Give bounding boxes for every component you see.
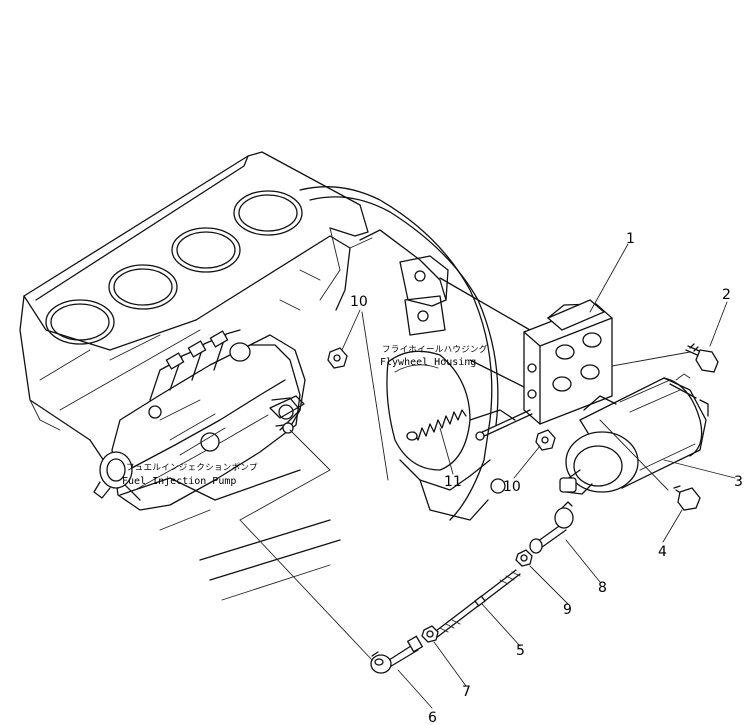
flywheel-label: フライホイールハウジング Flywheel Housing bbox=[380, 344, 488, 368]
callout-4: 4 bbox=[658, 544, 667, 560]
nut-7 bbox=[421, 625, 439, 643]
callout-10-left: 10 bbox=[350, 294, 368, 310]
nut-10-left bbox=[327, 347, 348, 369]
spring-11 bbox=[406, 409, 533, 441]
callout-3: 3 bbox=[734, 474, 743, 490]
flywheel-label-en: Flywheel Housing bbox=[380, 357, 476, 368]
rod-end-6 bbox=[370, 635, 424, 674]
bolt-2 bbox=[685, 343, 719, 373]
nut-10-right bbox=[535, 429, 556, 451]
pump-label: フュエルインジェクションポンプ Fuel Injection Pump bbox=[122, 463, 258, 487]
leader-lines bbox=[239, 243, 736, 709]
callout-8: 8 bbox=[598, 580, 607, 596]
callout-7: 7 bbox=[462, 684, 471, 700]
starter-motor bbox=[559, 373, 709, 495]
engine-block bbox=[19, 151, 373, 601]
starter-bracket bbox=[523, 299, 613, 425]
callout-1: 1 bbox=[626, 231, 635, 247]
callout-10-right: 10 bbox=[503, 479, 521, 495]
fuel-injection-pump bbox=[93, 329, 306, 511]
callout-5: 5 bbox=[516, 643, 525, 659]
rod-end-8 bbox=[529, 501, 574, 554]
flywheel-label-jp: フライホイールハウジング bbox=[382, 344, 488, 355]
rod bbox=[431, 569, 521, 639]
callout-numbers: 1 2 3 4 5 6 7 8 9 10 10 11 bbox=[350, 231, 743, 725]
flywheel-housing bbox=[299, 186, 531, 521]
callout-6: 6 bbox=[428, 710, 437, 725]
bolt-4 bbox=[673, 485, 701, 511]
callout-9: 9 bbox=[563, 602, 572, 618]
callout-2: 2 bbox=[722, 287, 731, 303]
fuel-pump-label-en: Fuel Injection Pump bbox=[122, 476, 236, 487]
nut-9 bbox=[515, 549, 533, 567]
callout-11: 11 bbox=[444, 474, 462, 490]
fuel-pump-label-jp: フュエルインジェクションポンプ bbox=[126, 463, 258, 473]
